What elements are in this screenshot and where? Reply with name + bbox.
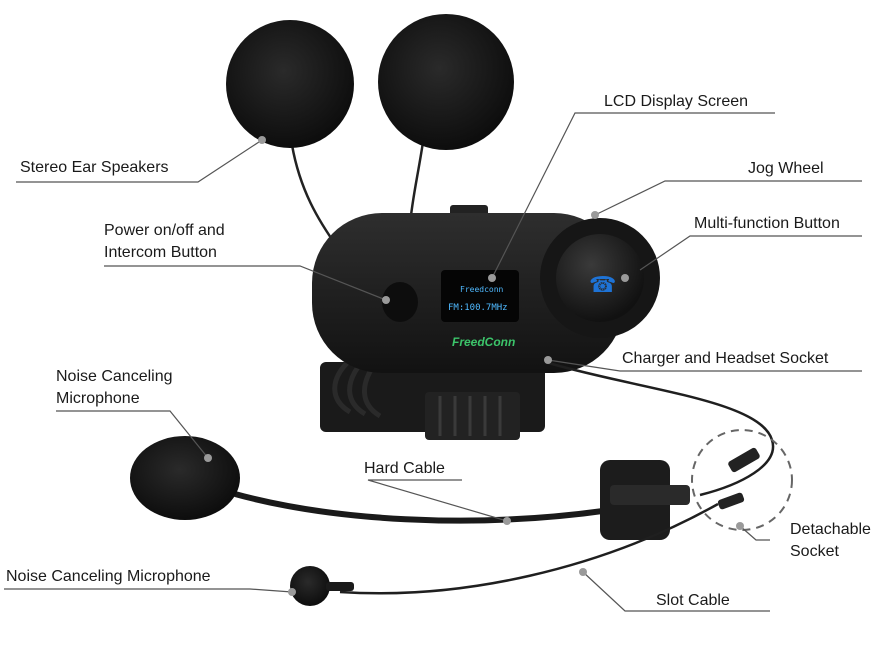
power-intercom-button [382, 282, 418, 322]
slot-cable [339, 502, 719, 595]
label-noise-mic-top-line1: Noise Canceling [56, 368, 173, 385]
detachable-socket-highlight [691, 429, 793, 531]
speaker-wire-left [290, 144, 340, 249]
label-charger-socket: Charger and Headset Socket [622, 350, 829, 367]
label-slot-cable: Slot Cable [656, 592, 730, 609]
strain-relief-ridges [438, 396, 502, 436]
brand-logo-text: FreedConn [452, 335, 515, 349]
label-noise-mic-top: Noise Canceling Microphone [56, 366, 173, 410]
slot-microphone [290, 566, 330, 606]
lcd-line-2: FM:100.7MHz [448, 303, 508, 313]
leader-dots [204, 136, 744, 596]
boom-microphone-foam [130, 436, 240, 520]
label-power-button: Power on/off and Intercom Button [104, 220, 225, 264]
multi-function-button [556, 234, 644, 322]
label-detachable-socket-line2: Socket [790, 543, 839, 560]
label-detachable-socket-line1: Detachable [790, 521, 871, 538]
slot-mic-stem [326, 582, 354, 591]
leader-lines [4, 112, 862, 612]
phone-icon: ☎ [589, 273, 616, 298]
ear-speaker-left [226, 20, 354, 148]
cable-strain-relief [425, 392, 520, 440]
label-hard-cable: Hard Cable [364, 460, 445, 477]
label-noise-mic-top-line2: Microphone [56, 390, 140, 407]
label-jog-wheel: Jog Wheel [748, 160, 824, 177]
label-noise-mic-bottom: Noise Canceling Microphone [6, 568, 211, 585]
ear-speaker-right [378, 14, 514, 150]
hard-cable [234, 491, 611, 524]
headset-cable [544, 360, 775, 497]
cable-plug-female [717, 492, 745, 510]
label-stereo-ear-speakers: Stereo Ear Speakers [20, 159, 169, 176]
lcd-screen [441, 270, 519, 322]
label-power-button-line1: Power on/off and [104, 222, 225, 239]
boom-mount-connector [610, 485, 690, 505]
label-detachable-socket: Detachable Socket [790, 519, 871, 563]
label-multi-function-button: Multi-function Button [694, 215, 840, 232]
speaker-wire-right [408, 141, 425, 226]
lcd-line-1: Freedconn [460, 285, 504, 294]
label-power-button-line2: Intercom Button [104, 244, 217, 261]
label-lcd-display: LCD Display Screen [604, 93, 749, 110]
cable-plug-male [728, 447, 760, 473]
